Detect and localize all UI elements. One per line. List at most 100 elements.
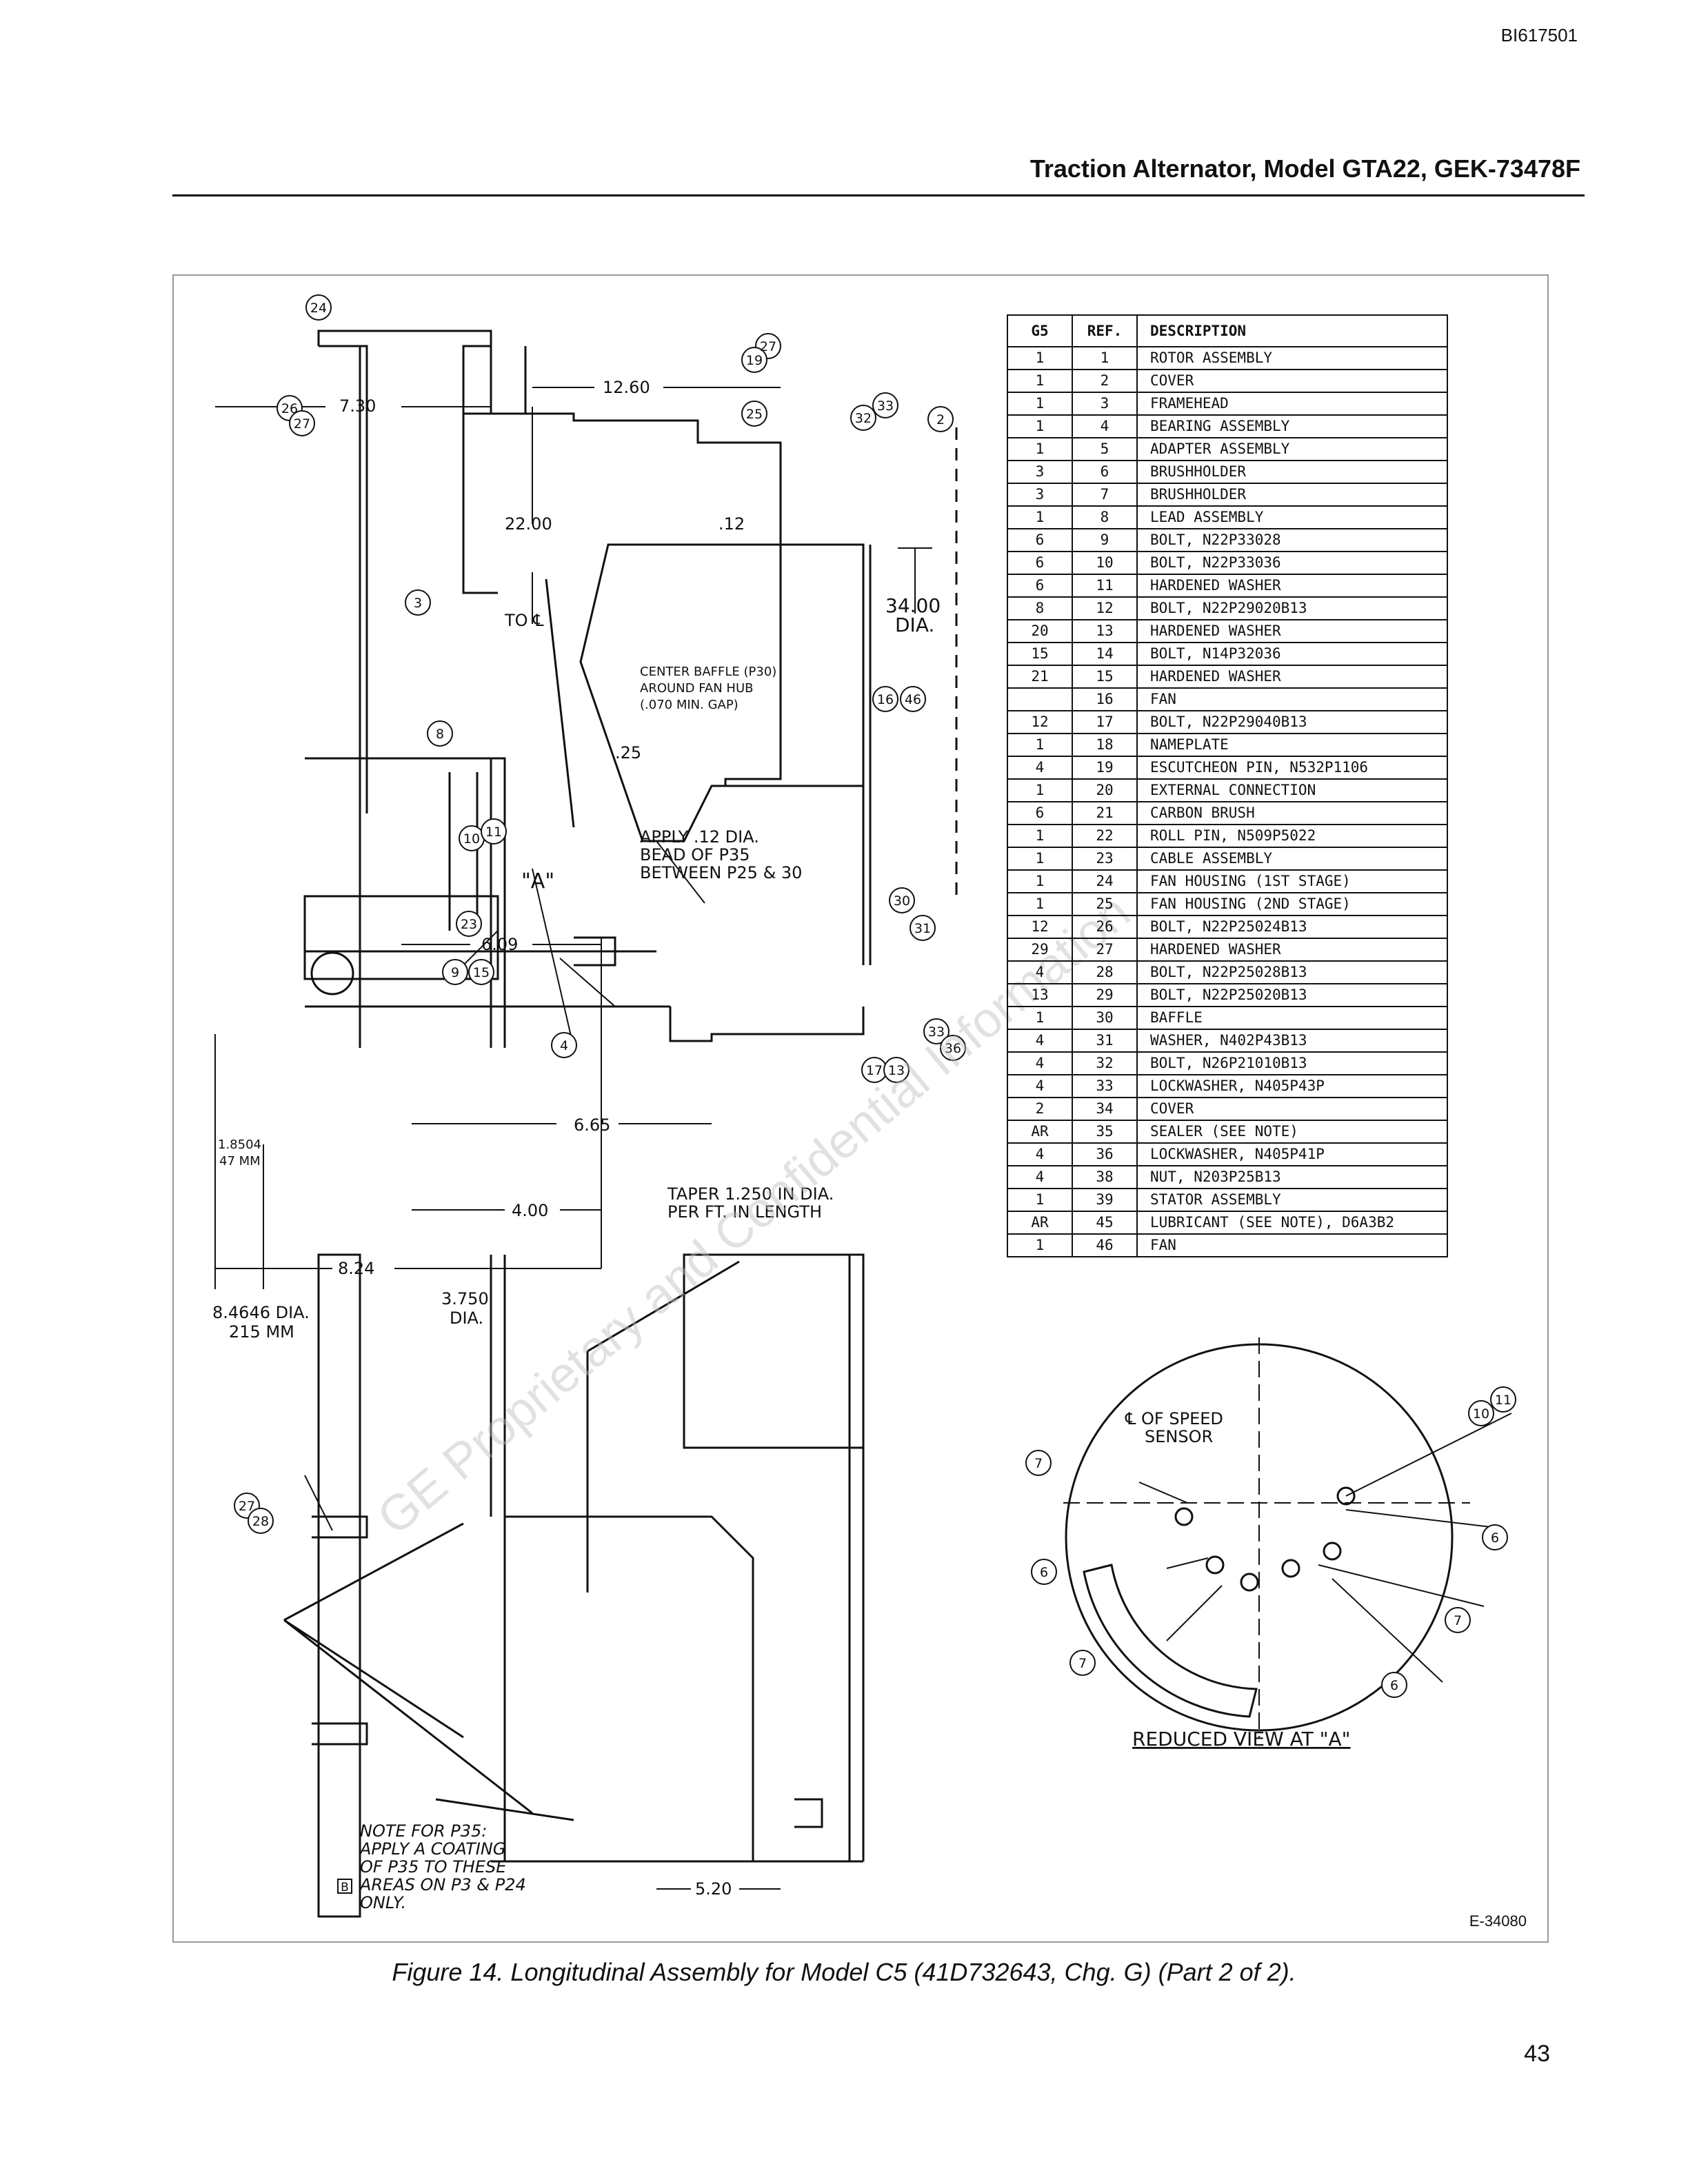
callout-31 — [910, 915, 936, 941]
cell-ref: 4 — [1072, 414, 1138, 438]
callout-24-text: 24 — [310, 301, 327, 316]
callout-10-text: 10 — [463, 831, 480, 847]
cell-g5: 2 — [1007, 1097, 1073, 1121]
cell-description: COVER — [1136, 369, 1448, 393]
cell-g5: 4 — [1007, 1051, 1073, 1075]
callout-9-text: 9 — [451, 965, 459, 980]
document-id: BI617501 — [1500, 25, 1578, 46]
cell-description: FAN HOUSING (1ST STAGE) — [1136, 869, 1448, 893]
cell-ref: 32 — [1072, 1051, 1138, 1075]
cell-g5: 1 — [1007, 778, 1073, 802]
cell-g5: 4 — [1007, 1074, 1073, 1098]
dim-25: .25 — [615, 743, 641, 762]
cell-g5: 1 — [1007, 346, 1073, 370]
callout-16-text: 16 — [877, 692, 894, 707]
dim-line-3400 — [898, 547, 932, 614]
callout-19 — [741, 347, 767, 373]
cell-description: EXTERNAL CONNECTION — [1136, 778, 1448, 802]
cell-g5: 1 — [1007, 1006, 1073, 1030]
callout-25-text: 25 — [746, 407, 763, 422]
header-title: Traction Alternator, Model GTA22, GEK-73… — [1029, 154, 1580, 183]
fan-housing-upper — [462, 346, 527, 594]
lower-shaft-step — [669, 1007, 865, 1042]
cell-ref: 3 — [1072, 392, 1138, 416]
reduced-callout-6a — [1031, 1559, 1057, 1585]
cell-ref: 18 — [1072, 733, 1138, 757]
lower-inner-housing — [505, 1515, 754, 1861]
cell-description: ESCUTCHEON PIN, N532P1106 — [1136, 756, 1448, 780]
reduced-view-hole-4 — [1281, 1559, 1300, 1578]
dim-to-cl: TO ℄ — [504, 611, 544, 630]
cell-description: CARBON BRUSH — [1136, 801, 1448, 825]
cell-g5: 20 — [1007, 619, 1073, 643]
cell-g5: 1 — [1007, 824, 1073, 848]
cell-description: FAN HOUSING (2ND STAGE) — [1136, 892, 1448, 916]
cell-ref: 11 — [1072, 574, 1138, 598]
cell-ref: 46 — [1072, 1233, 1138, 1257]
cell-ref: 5 — [1072, 437, 1138, 461]
dim-line-609 — [401, 938, 602, 1268]
cell-ref: 22 — [1072, 824, 1138, 848]
cell-ref: 30 — [1072, 1006, 1138, 1030]
cell-description: BOLT, N22P25028B13 — [1136, 960, 1448, 984]
cell-ref: 39 — [1072, 1188, 1138, 1212]
cell-g5: 6 — [1007, 801, 1073, 825]
cell-g5: 13 — [1007, 983, 1073, 1007]
callout-32-text: 32 — [855, 411, 872, 426]
note-p35-3: OF P35 TO THESE — [360, 1857, 507, 1877]
reduced-callout-7a-text: 7 — [1034, 1456, 1043, 1471]
cell-description: BOLT, N22P33028 — [1136, 528, 1448, 552]
cell-description: ROLL PIN, N509P5022 — [1136, 824, 1448, 848]
dim-3750-dia: DIA. — [450, 1308, 483, 1328]
cell-g5: 4 — [1007, 756, 1073, 780]
col-header-ref: REF. — [1072, 314, 1138, 347]
callout-46 — [900, 686, 926, 712]
cell-description: BOLT, N14P32036 — [1136, 642, 1448, 666]
cell-description: SEALER (SEE NOTE) — [1136, 1120, 1448, 1144]
dim-84646: 8.4646 DIA. — [212, 1303, 310, 1322]
figure-caption: Figure 14. Longitudinal Assembly for Mod… — [392, 1958, 1296, 1986]
callout-11 — [481, 818, 507, 845]
cell-ref: 1 — [1072, 346, 1138, 370]
bearing-circle — [310, 951, 354, 995]
cell-ref: 8 — [1072, 505, 1138, 529]
callout-11-text: 11 — [485, 825, 502, 840]
callout-23-text: 23 — [461, 917, 477, 932]
cell-ref: 34 — [1072, 1097, 1138, 1121]
reduced-callout-7b — [1445, 1607, 1471, 1633]
lower-diagonals — [283, 1522, 574, 1821]
cell-g5: 12 — [1007, 915, 1073, 939]
dim-730: 7.30 — [339, 396, 376, 416]
reduced-callout-11 — [1490, 1386, 1516, 1413]
reduced-callout-10-text: 10 — [1473, 1406, 1489, 1422]
callouts — [234, 294, 1516, 1698]
reduced-callout-6b — [1482, 1524, 1508, 1550]
speed-sensor-label-2: SENSOR — [1145, 1427, 1213, 1446]
cell-ref: 27 — [1072, 938, 1138, 962]
bearing-block — [303, 895, 499, 980]
callout-36-text: 36 — [945, 1041, 961, 1056]
cell-description: FAN — [1136, 687, 1448, 711]
callout-36 — [940, 1035, 966, 1061]
cell-description: LOCKWASHER, N405P41P — [1136, 1142, 1448, 1166]
cell-description: HARDENED WASHER — [1136, 938, 1448, 962]
cell-ref: 36 — [1072, 1142, 1138, 1166]
reduced-view-hole-3 — [1240, 1573, 1259, 1592]
cell-description: ADAPTER ASSEMBLY — [1136, 437, 1448, 461]
cell-description: FAN — [1136, 1233, 1448, 1257]
dim-824: 8.24 — [338, 1259, 374, 1278]
cell-ref: 16 — [1072, 687, 1138, 711]
reduced-view-label: REDUCED VIEW AT "A" — [1132, 1728, 1351, 1750]
